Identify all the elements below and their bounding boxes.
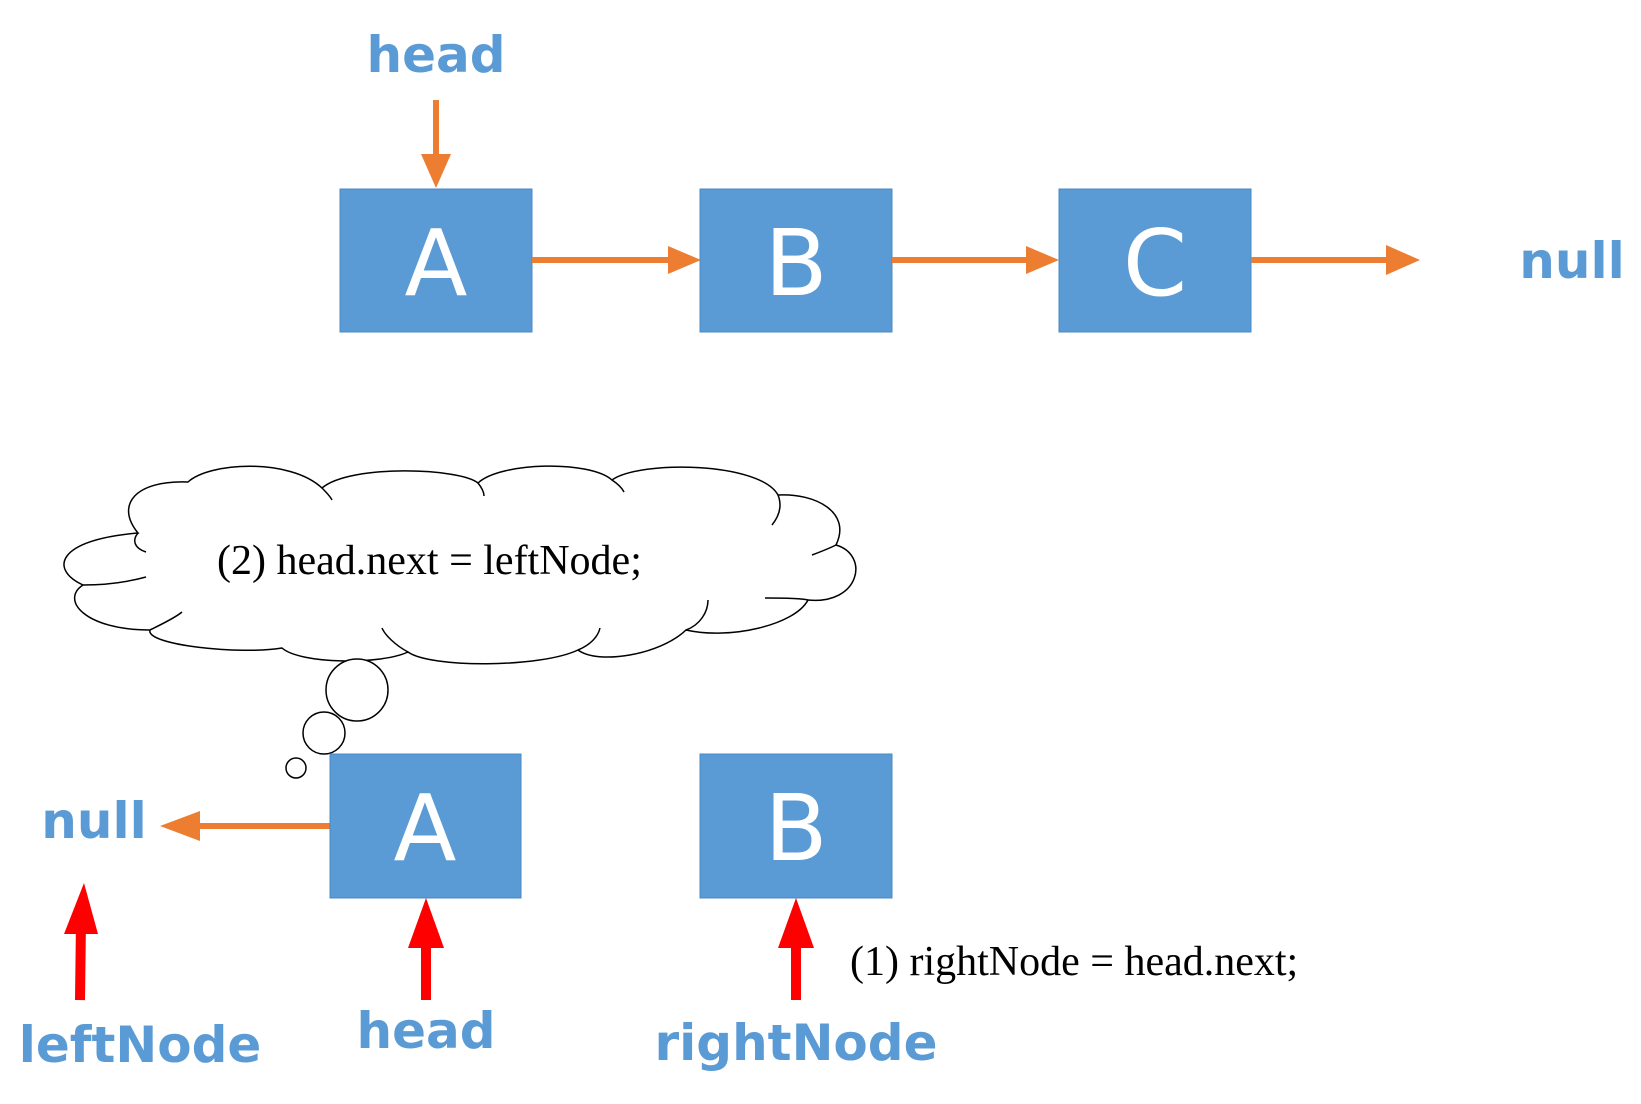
thought-cloud: (2) head.next = leftNode;	[63, 465, 857, 779]
top-head-label: head	[366, 26, 505, 84]
bottom-head-label: head	[356, 1002, 495, 1060]
top-null-label: null	[1519, 232, 1624, 290]
step-2-code: (2) head.next = leftNode;	[217, 538, 642, 584]
svg-text:A: A	[405, 210, 468, 317]
thought-bubble-small	[285, 757, 307, 779]
bottom-node-a: A	[329, 753, 522, 899]
svg-text:C: C	[1123, 210, 1187, 317]
bottom-node-b: B	[699, 753, 893, 899]
bottom-list: null A B leftNode head	[19, 753, 1298, 1074]
svg-text:A: A	[394, 775, 457, 882]
top-arrow-a-to-b	[532, 246, 701, 274]
thought-bubble-medium	[302, 711, 346, 755]
head-pointer-arrow	[408, 898, 444, 1000]
top-node-c: C	[1058, 188, 1252, 333]
top-node-b: B	[699, 188, 893, 333]
top-arrow-b-to-c	[892, 246, 1059, 274]
top-arrow-c-to-null	[1251, 245, 1420, 275]
top-node-a: A	[339, 188, 533, 333]
thought-bubble-large	[325, 658, 389, 722]
left-node-pointer-arrow	[64, 883, 98, 1001]
bottom-arrow-a-to-null	[160, 811, 330, 841]
svg-text:B: B	[764, 775, 827, 882]
right-node-label: rightNode	[655, 1014, 938, 1072]
bottom-null-label: null	[41, 792, 146, 850]
right-node-pointer-arrow	[778, 898, 814, 1000]
left-node-label: leftNode	[19, 1016, 262, 1074]
step-1-code: (1) rightNode = head.next;	[850, 939, 1298, 985]
svg-text:B: B	[764, 210, 827, 317]
top-list: head A B C	[339, 26, 1625, 333]
top-head-arrow	[421, 100, 451, 188]
